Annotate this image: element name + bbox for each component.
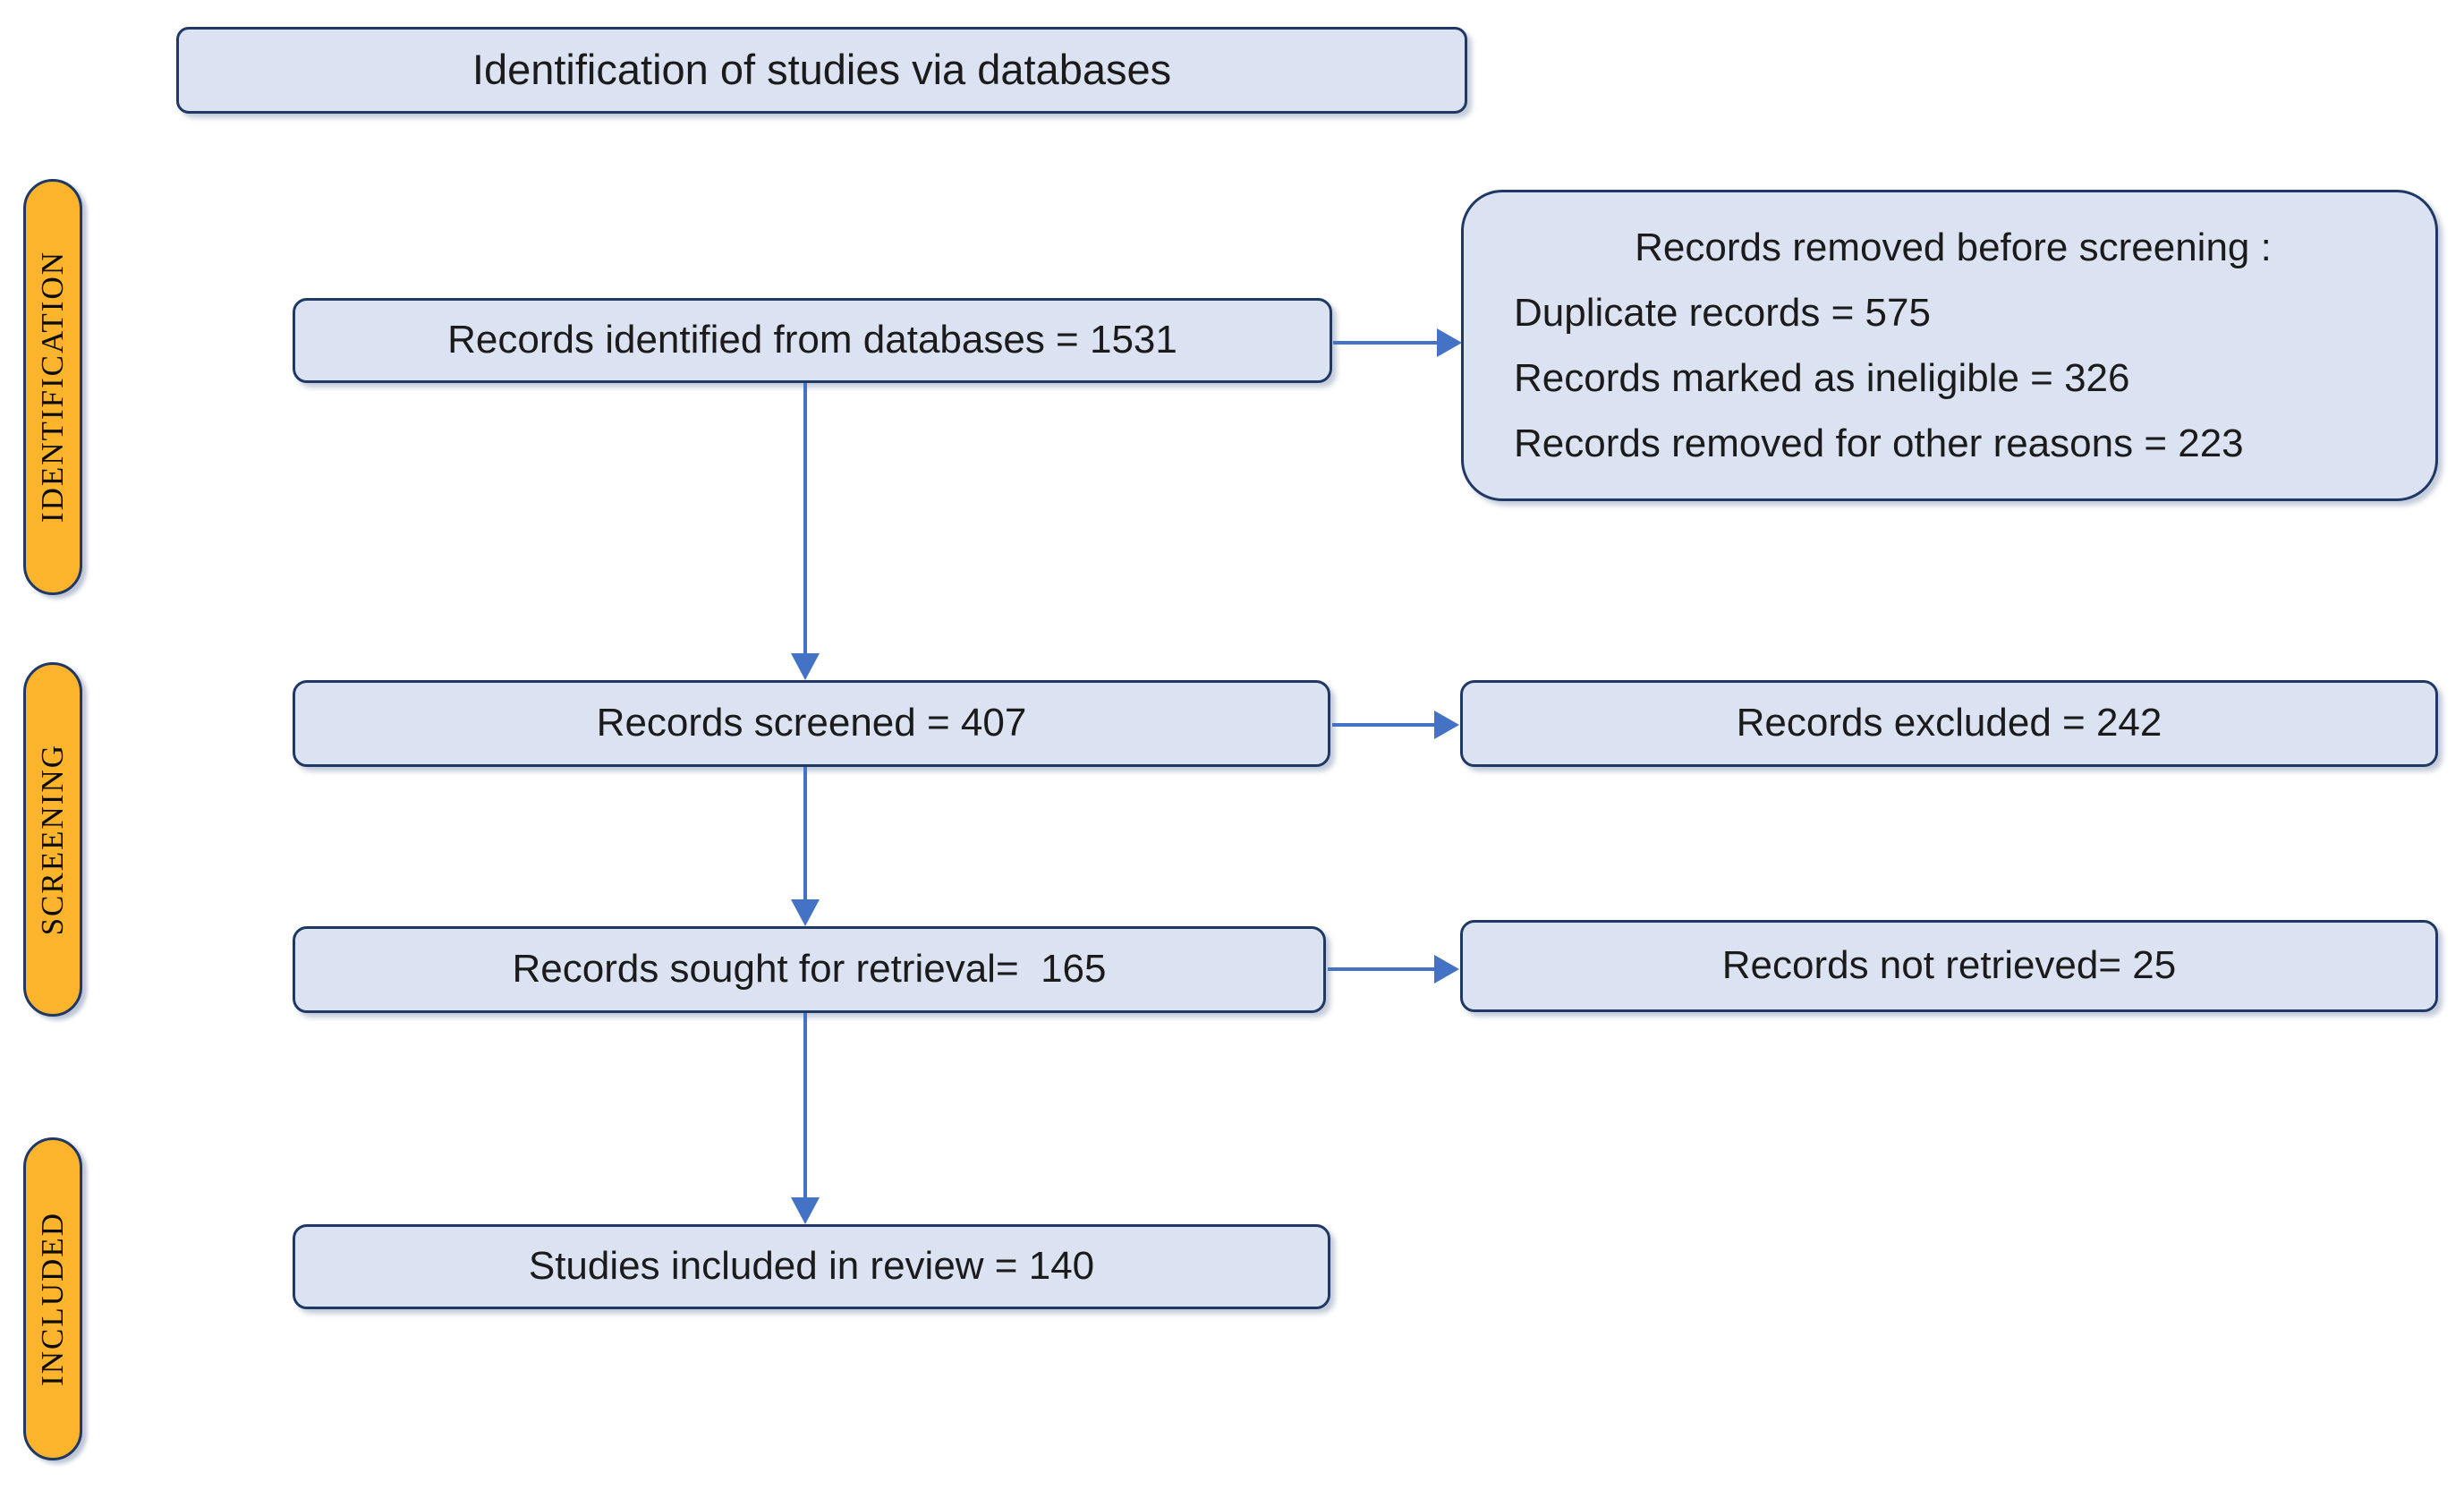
box-records-excluded: Records excluded = 242 xyxy=(1460,680,2438,767)
stage-included: INCLUDED xyxy=(23,1137,82,1460)
box-records-screened: Records screened = 407 xyxy=(293,680,1330,767)
records-identified-label: Records identified from databases = 1531 xyxy=(447,318,1177,362)
stage-screening-label: SCREENING xyxy=(35,743,70,936)
records-removed-duplicates: Duplicate records = 575 xyxy=(1514,291,1931,335)
diagram-title: Identification of studies via databases xyxy=(472,46,1172,94)
box-studies-included: Studies included in review = 140 xyxy=(293,1224,1330,1309)
records-removed-ineligible: Records marked as ineligible = 326 xyxy=(1514,356,2130,400)
arrow-head-icon xyxy=(791,653,820,680)
records-not-retrieved-label: Records not retrieved= 25 xyxy=(1721,943,2177,988)
arrow-line xyxy=(803,767,807,901)
arrow-line xyxy=(1328,967,1436,971)
stage-identification: IDENTIFICATION xyxy=(23,179,82,595)
arrow-line xyxy=(803,383,807,656)
arrow-head-icon xyxy=(791,1197,820,1224)
box-records-sought: Records sought for retrieval= 165 xyxy=(293,926,1326,1013)
records-removed-other-reasons: Records removed for other reasons = 223 xyxy=(1514,421,2244,465)
studies-included-label: Studies included in review = 140 xyxy=(528,1244,1095,1289)
box-records-removed: Records removed before screening : Dupli… xyxy=(1461,190,2438,501)
box-records-not-retrieved: Records not retrieved= 25 xyxy=(1460,920,2438,1012)
box-records-identified: Records identified from databases = 1531 xyxy=(293,298,1332,383)
records-screened-label: Records screened = 407 xyxy=(596,701,1027,745)
stage-screening: SCREENING xyxy=(23,662,82,1017)
records-excluded-label: Records excluded = 242 xyxy=(1736,701,2162,745)
arrow-head-icon xyxy=(1437,328,1462,357)
arrow-line xyxy=(1333,341,1439,345)
stage-included-label: INCLUDED xyxy=(35,1212,70,1386)
arrow-head-icon xyxy=(791,899,820,926)
arrow-head-icon xyxy=(1434,711,1459,739)
records-removed-title: Records removed before screening : xyxy=(1635,226,2272,269)
records-sought-label: Records sought for retrieval= 165 xyxy=(512,947,1107,992)
arrow-line xyxy=(803,1013,807,1199)
arrow-head-icon xyxy=(1434,955,1459,983)
stage-identification-label: IDENTIFICATION xyxy=(35,251,70,524)
title-box: Identification of studies via databases xyxy=(176,27,1467,114)
arrow-line xyxy=(1332,723,1436,727)
